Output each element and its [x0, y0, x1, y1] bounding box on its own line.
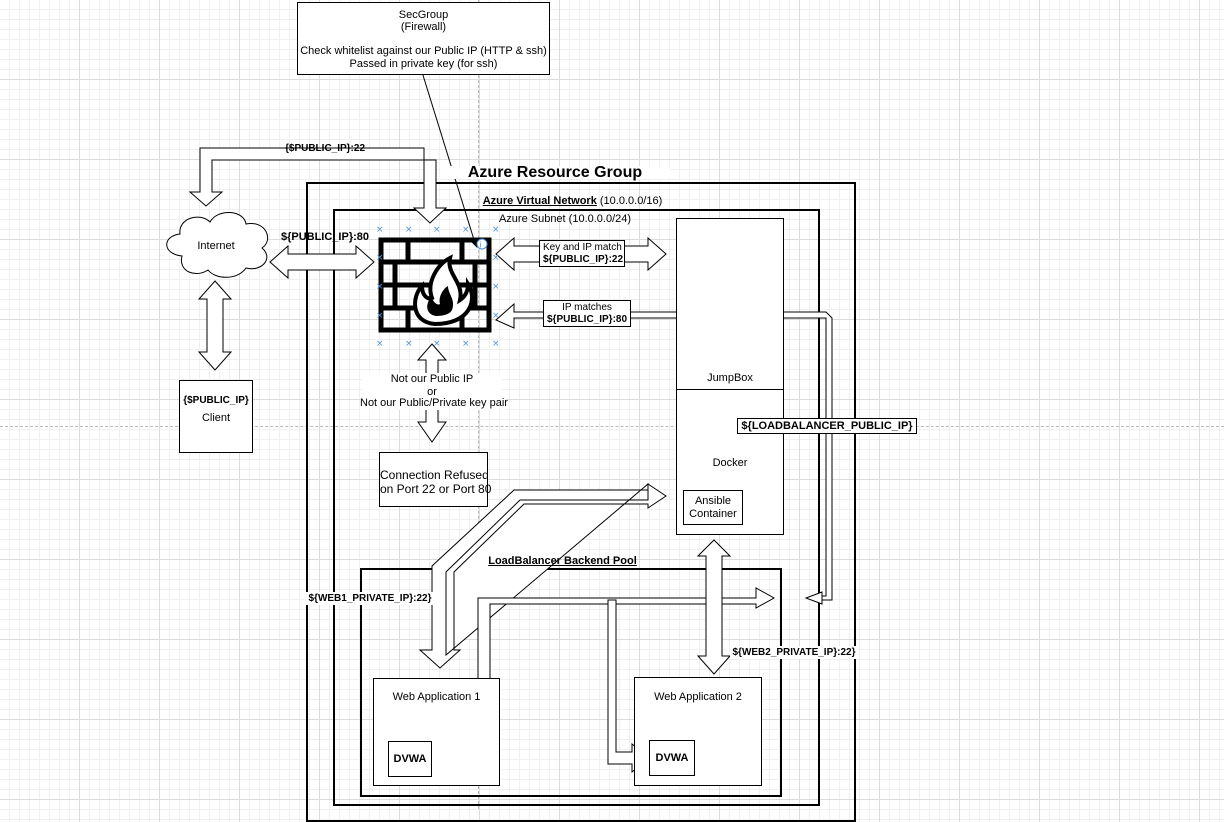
- refused-line2: on Port 22 or Port 80: [380, 482, 492, 496]
- web-app-2-box[interactable]: Web Application 2 DVWA: [634, 677, 762, 786]
- label-key-match: Key and IP match ${PUBLIC_IP}:22: [539, 240, 625, 267]
- resource-group-title: Azure Resource Group: [440, 165, 670, 181]
- dvwa-1-label: DVWA: [393, 753, 427, 765]
- vnet-name: Azure Virtual Network: [482, 195, 597, 207]
- secgroup-pointer-head: [468, 237, 481, 248]
- arrow-docker-web2: [696, 539, 732, 675]
- secgroup-title: SecGroup: [398, 9, 449, 21]
- key-match-port: ${PUBLIC_IP}:22: [543, 254, 624, 265]
- client-label: Client: [201, 412, 231, 424]
- guide-line-horizontal: [0, 426, 1224, 427]
- connection-refused-box[interactable]: Connection Refused on Port 22 or Port 80: [379, 452, 492, 507]
- ip-match-port: ${PUBLIC_IP}:80: [547, 314, 628, 325]
- label-http-internet: ${PUBLIC_IP}:80: [280, 231, 370, 243]
- client-box[interactable]: {$PUBLIC_IP} Client: [179, 380, 253, 453]
- backend-pool-frame[interactable]: [360, 568, 782, 797]
- docker-box[interactable]: Docker Ansible Container: [676, 389, 784, 535]
- secgroup-box[interactable]: SecGroup (Firewall) Check whitelist agai…: [297, 2, 550, 75]
- web-app-2-label: Web Application 2: [654, 691, 742, 703]
- vnet-frame[interactable]: [333, 209, 820, 806]
- jumpbox-box[interactable]: JumpBox: [676, 218, 784, 390]
- not-public-line2: or: [362, 386, 502, 399]
- key-match-text: Key and IP match: [543, 242, 622, 253]
- label-web2-private: ${WEB2_PRIVATE_IP}:22}: [730, 646, 858, 659]
- arrow-http-lb: [495, 302, 833, 605]
- label-lb-public-ip: ${LOADBALANCER_PUBLIC_IP}: [737, 418, 917, 434]
- subnet-title: Azure Subnet (10.0.0.0/24): [498, 213, 632, 225]
- not-public-line3: Not our Public/Private key pair: [360, 397, 508, 410]
- backend-pool-title: LoadBalancer Backend Pool: [488, 555, 637, 567]
- ansible-line1: Ansible: [694, 495, 732, 507]
- web-app-1-label: Web Application 1: [392, 691, 481, 703]
- web-app-1-box[interactable]: Web Application 1 DVWA: [373, 678, 500, 786]
- label-ip-match: IP matches ${PUBLIC_IP}:80: [543, 300, 631, 327]
- secgroup-line1: Check whitelist against our Public IP (H…: [300, 45, 547, 57]
- secgroup-pointer: [421, 71, 476, 244]
- arrow-ssh-top: [188, 147, 448, 224]
- ansible-line2: Container: [689, 508, 737, 520]
- dvwa-1-box[interactable]: DVWA: [388, 741, 432, 777]
- client-ip: {$PUBLIC_IP}: [183, 395, 249, 406]
- dvwa-2-box[interactable]: DVWA: [649, 740, 695, 776]
- secgroup-subtitle: (Firewall): [400, 21, 447, 33]
- docker-label: Docker: [712, 457, 748, 469]
- arrow-internet-client: [197, 280, 233, 371]
- internet-label[interactable]: Internet: [197, 240, 235, 252]
- vnet-cidr: (10.0.0.0/16): [599, 195, 663, 207]
- vnet-title: Azure Virtual Network (10.0.0.0/16): [480, 195, 665, 208]
- label-ssh-top: {$PUBLIC_IP}:22: [284, 143, 366, 154]
- arrow-web1-docker: [418, 482, 667, 669]
- label-web1-private: ${WEB1_PRIVATE_IP}:22}: [306, 592, 434, 605]
- ansible-container-box[interactable]: Ansible Container: [683, 490, 743, 525]
- dvwa-2-label: DVWA: [655, 752, 689, 764]
- refused-line1: Connection Refused: [380, 468, 489, 482]
- secgroup-line2: Passed in private key (for ssh): [349, 58, 498, 70]
- arrow-http-internet: [269, 244, 375, 280]
- jumpbox-label: JumpBox: [707, 372, 753, 384]
- ip-match-text: IP matches: [562, 302, 612, 313]
- not-public-line1: Not our Public IP: [362, 373, 502, 386]
